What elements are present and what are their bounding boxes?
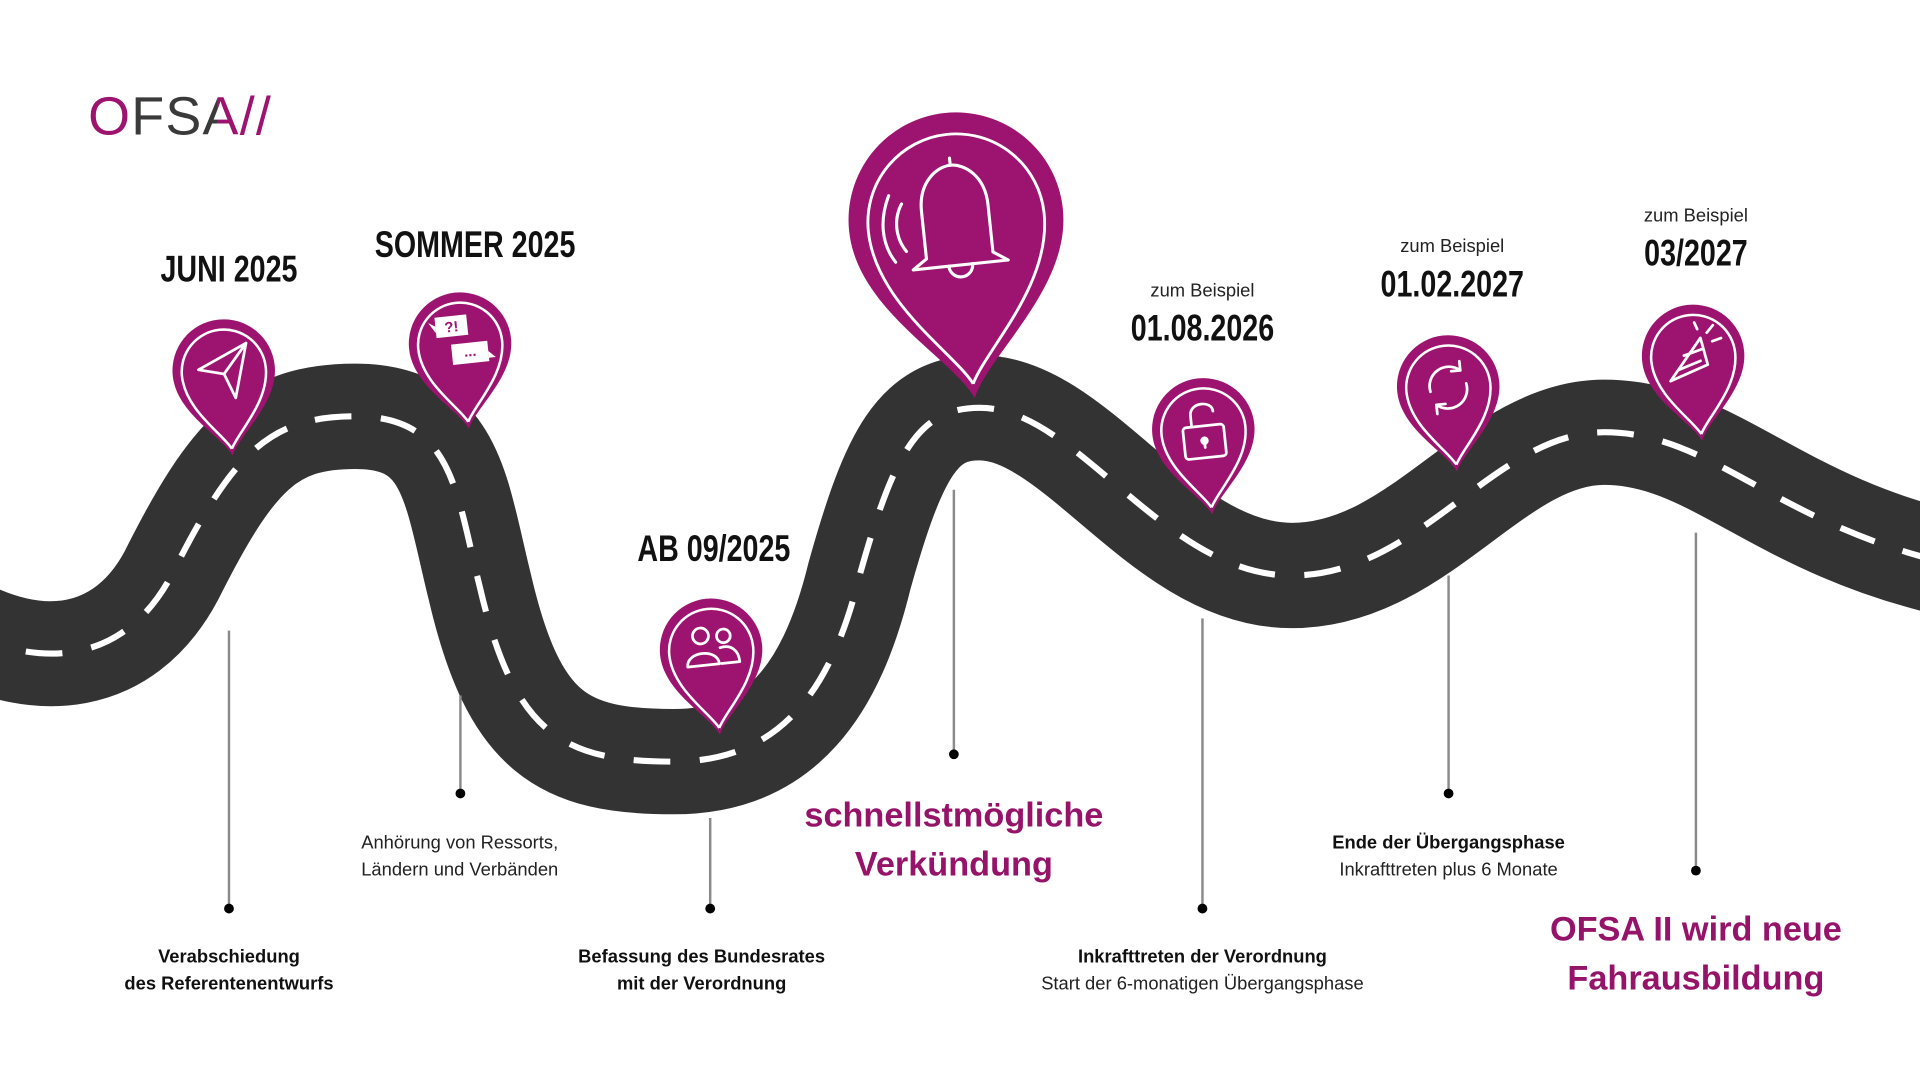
milestone-desc: Start der 6-monatigen Übergangsphase <box>1041 972 1364 993</box>
milestone-title: Befassung des Bundesrates <box>578 945 825 966</box>
milestone-title: Verabschiedung <box>158 945 300 966</box>
icon-text: ... <box>463 344 477 361</box>
milestone-title: Inkrafttreten der Verordnung <box>1078 945 1327 966</box>
pin-juni-2025 <box>167 314 284 461</box>
speech-bubbles-icon: ?! ... <box>428 314 496 365</box>
milestone-desc: des Referentenentwurfs <box>124 972 333 993</box>
pin-sommer-2025: ?! ... <box>403 287 520 434</box>
milestone-desc: Inkrafttreten plus 6 Monate <box>1339 859 1557 880</box>
milestone-prefix: zum Beispiel <box>1150 279 1254 300</box>
milestone-date: 01.02.2027 <box>1381 263 1524 304</box>
milestone-highlight: Fahrausbildung <box>1567 959 1824 997</box>
milestone-title: Ende der Übergangsphase <box>1332 832 1565 853</box>
icon-text: ?! <box>444 319 460 336</box>
pin-ab-09-2025 <box>654 593 771 741</box>
bell-icon <box>881 156 1010 279</box>
road <box>0 355 1920 815</box>
party-popper-icon <box>1669 321 1723 383</box>
road-center-dashes <box>0 404 1920 765</box>
milestone-date: 03/2027 <box>1644 232 1748 273</box>
milestone-highlight: OFSA II wird neue <box>1550 910 1842 948</box>
milestone-highlight: schnellstmögliche <box>804 797 1103 835</box>
milestone-highlight: Verkündung <box>855 846 1053 884</box>
milestone-date: AB 09/2025 <box>637 527 790 568</box>
milestone-desc: Ländern und Verbänden <box>361 859 558 880</box>
pin-01-08-2026 <box>1146 373 1264 520</box>
milestone-date: JUNI 2025 <box>160 248 297 289</box>
milestone-date: SOMMER 2025 <box>375 224 576 265</box>
pin-01-02-2027 <box>1391 330 1509 477</box>
milestone-desc: Anhörung von Ressorts, <box>361 832 558 853</box>
unlock-icon <box>1181 402 1228 461</box>
milestone-prefix: zum Beispiel <box>1400 235 1504 256</box>
connectors <box>224 489 1701 914</box>
refresh-icon <box>1428 359 1469 416</box>
milestone-prefix: zum Beispiel <box>1644 205 1748 226</box>
milestone-desc: mit der Verordnung <box>617 972 786 993</box>
pin-verkuendung <box>837 101 1082 410</box>
ofsa-logo: OFSA// <box>88 87 272 147</box>
people-icon <box>686 626 742 669</box>
pin-03-2027 <box>1636 299 1754 447</box>
logo-text: OFSA// <box>88 87 272 147</box>
milestone-date: 01.08.2026 <box>1131 307 1274 348</box>
paper-plane-icon <box>197 341 248 400</box>
